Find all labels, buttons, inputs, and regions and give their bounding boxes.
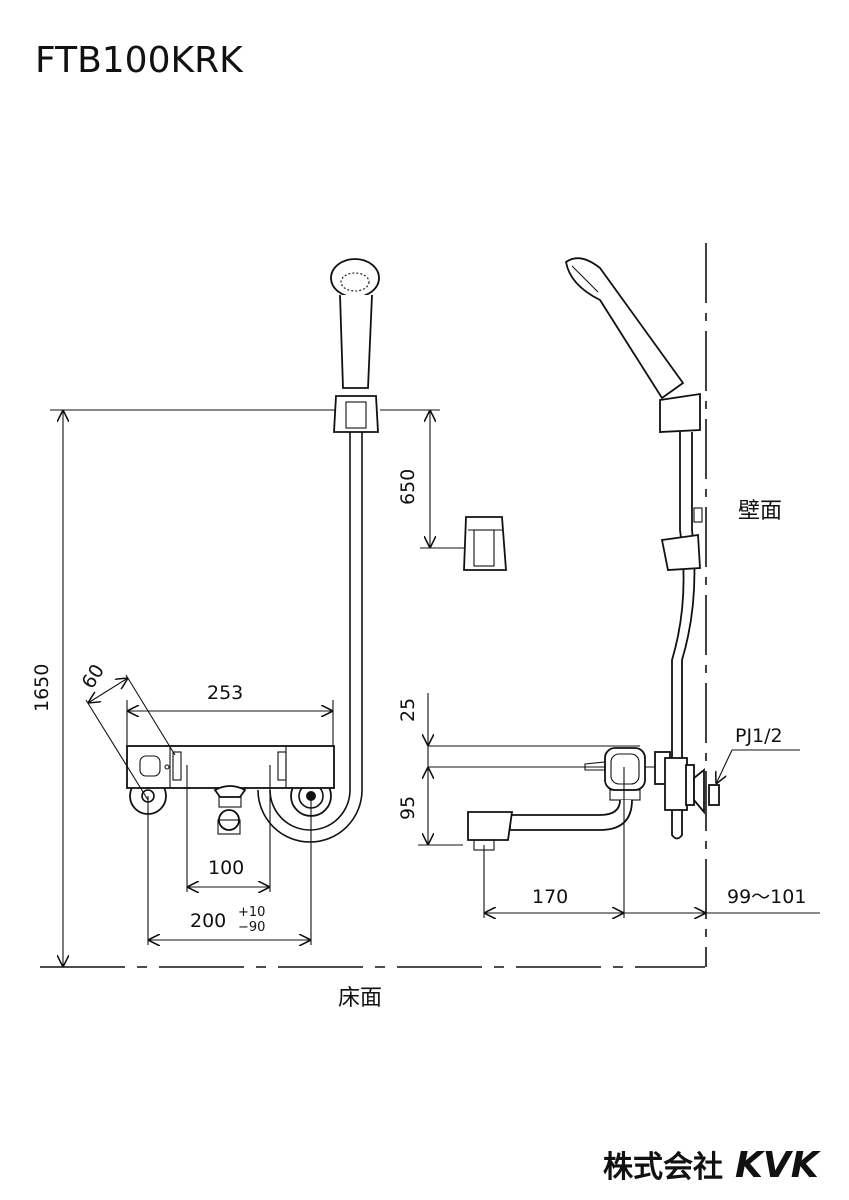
dim-label-200: 200	[190, 910, 226, 932]
dim-label-253: 253	[207, 682, 243, 704]
dim-label-1650: 1650	[31, 664, 53, 712]
slide-bar	[659, 392, 703, 840]
dimension-253: 253	[126, 682, 334, 745]
dim-label-100: 100	[208, 857, 244, 879]
model-title: FTB100KRK	[35, 40, 244, 81]
shower-hose	[257, 432, 363, 843]
dimension-1650: 1650	[31, 409, 338, 967]
logo-brand: KVK	[735, 1145, 822, 1186]
dim-label-650: 650	[397, 469, 419, 505]
shower-head-front	[330, 258, 380, 389]
dimension-200: 200 +10 −90	[147, 796, 312, 945]
floor-label: 床面	[338, 986, 382, 1011]
faucet-body-front	[126, 745, 335, 835]
dimension-650: 650	[380, 409, 468, 549]
shower-holder-front	[333, 395, 379, 433]
logo-company: 株式会社	[603, 1150, 723, 1185]
tolerance-plus: +10	[238, 905, 265, 920]
kvk-logo: 株式会社 KVK	[603, 1145, 822, 1186]
dim-label-60: 60	[78, 660, 109, 692]
dimension-170: 170	[483, 767, 625, 918]
shower-head-side	[565, 257, 685, 400]
dim-label-99-101: 99〜101	[727, 886, 806, 908]
dim-label-25: 25	[397, 698, 419, 722]
pj-leader: PJ1/2	[716, 725, 800, 784]
dimension-wall-distance: 99〜101	[624, 886, 820, 913]
pipe-thread-label: PJ1/2	[735, 725, 783, 747]
dim-label-170: 170	[532, 886, 568, 908]
faucet-side	[428, 745, 720, 851]
wall-label: 壁面	[738, 499, 782, 524]
dimension-100: 100	[186, 765, 271, 892]
tolerance-minus: −90	[238, 920, 265, 935]
dim-label-95: 95	[397, 796, 419, 820]
dimension-25-95: 25 95	[397, 693, 463, 846]
wall-holder	[463, 516, 507, 571]
